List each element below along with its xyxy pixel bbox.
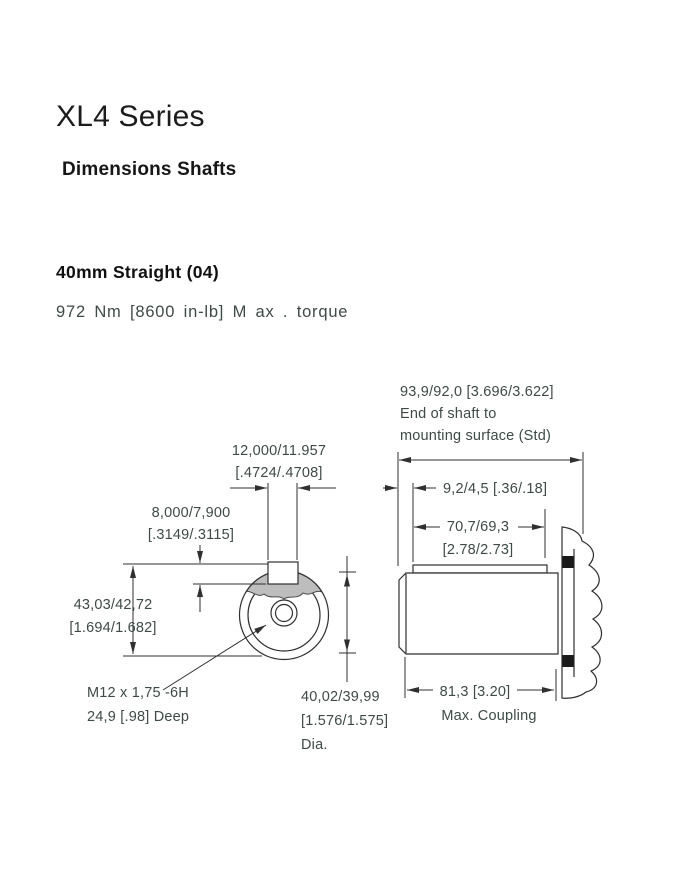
seal-top [562, 556, 574, 568]
shaft-end-view [162, 561, 330, 691]
dim-over-key-mm: 43,03/42,72 [74, 597, 153, 613]
keyway-slot [267, 561, 299, 585]
thread-depth: 24,9 [.98] Deep [87, 709, 189, 725]
dim-keyway-length: 70,7/69,3 [2.78/2.73] [414, 509, 546, 558]
dim-keyway-offset: 9,2/4,5 [.36/.18] [383, 481, 547, 562]
seal-bottom [562, 655, 574, 667]
dim-key-height-mm: 8,000/7,900 [152, 505, 231, 521]
dim-keyway-length-mm: 70,7/69,3 [447, 519, 509, 535]
dim-end-of-shaft: 93,9/92,0 [3.696/3.622] End of shaft to … [397, 384, 584, 566]
thread-leader-arrow [162, 624, 267, 691]
section-heading: 40mm Straight (04) [56, 262, 219, 282]
dim-keyway-length-in: [2.78/2.73] [443, 542, 514, 558]
shaft-cylinder [398, 572, 559, 655]
page-title: XL4 Series [56, 100, 205, 133]
dim-key-height: 8,000/7,900 [.3149/.3115] [123, 505, 268, 612]
dim-key-width-in: [.4724/.4708] [235, 465, 322, 481]
dim-key-height-in: [.3149/.3115] [148, 527, 234, 543]
dim-shaft-dia-suffix: Dia. [301, 737, 328, 753]
dim-max-coupling-value: 81,3 [3.20] [440, 684, 511, 700]
dim-shaft-dia: 40,02/39,99 [1.576/1.575] Dia. [301, 556, 388, 753]
torque-spec: 972 Nm [8600 in-lb] M ax . torque [56, 303, 349, 321]
page-subtitle: Dimensions Shafts [62, 159, 237, 180]
dim-end-of-shaft-label1: End of shaft to [400, 406, 497, 422]
mounting-surface [561, 526, 603, 699]
dim-over-key-in: [1.694/1.682] [69, 620, 156, 636]
shaft-dimension-drawing: 12,000/11.957 [.4724/.4708] 8,000/7,900 … [69, 384, 603, 753]
dim-over-key: 43,03/42,72 [1.694/1.682] [69, 566, 262, 657]
dim-end-of-shaft-label2: mounting surface (Std) [400, 428, 551, 444]
dim-shaft-dia-in: [1.576/1.575] [301, 713, 388, 729]
dim-max-coupling: 81,3 [3.20] Max. Coupling [404, 657, 557, 724]
dim-key-width-mm: 12,000/11.957 [232, 443, 326, 459]
key-side-profile [412, 564, 548, 574]
shaft-side-view [398, 526, 603, 699]
dim-key-width: 12,000/11.957 [.4724/.4708] [230, 443, 336, 560]
thread-hole-inner [274, 603, 294, 623]
thread-size: M12 x 1,75 -6H [87, 685, 189, 701]
dim-keyway-offset-value: 9,2/4,5 [.36/.18] [443, 481, 547, 497]
thread-hole-outer [270, 599, 298, 627]
dim-max-coupling-label: Max. Coupling [441, 708, 536, 724]
thread-callout: M12 x 1,75 -6H 24,9 [.98] Deep [87, 685, 189, 725]
dim-shaft-dia-mm: 40,02/39,99 [301, 689, 380, 705]
dim-end-of-shaft-value: 93,9/92,0 [3.696/3.622] [400, 384, 554, 400]
